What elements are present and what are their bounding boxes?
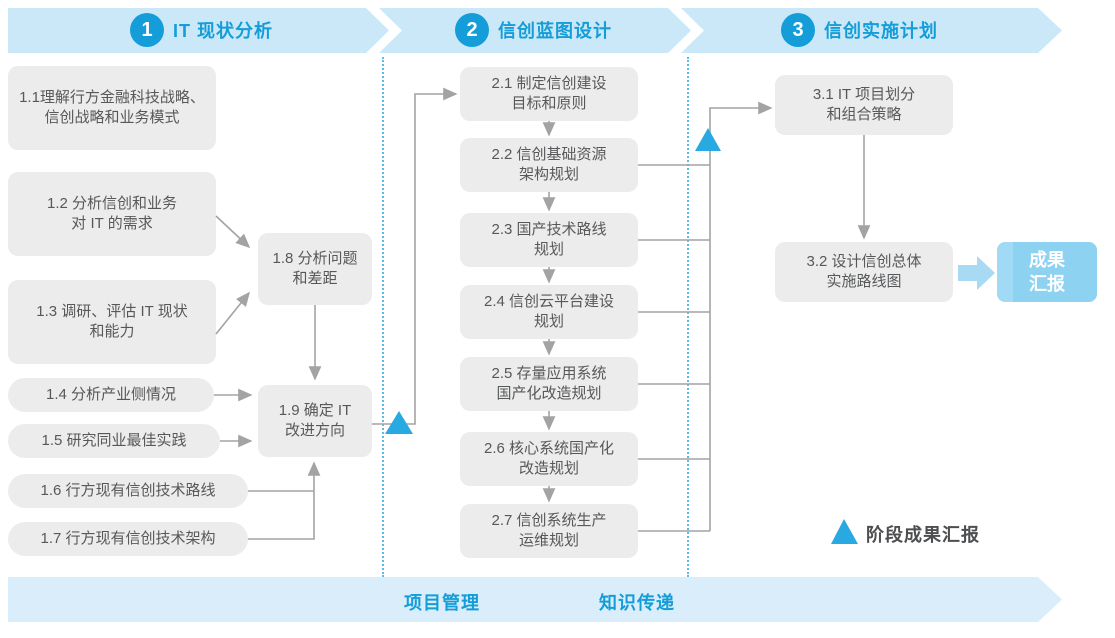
footer-label-project-management: 项目管理 (404, 593, 480, 613)
phase-2-number-badge: 2 (455, 13, 489, 47)
box-1-1: 1.1理解行方金融科技战略、 信创战略和业务模式 (8, 66, 216, 150)
milestone-triangle-phase2 (695, 128, 721, 151)
box-1-7: 1.7 行方现有信创技术架构 (8, 522, 248, 556)
box-3-1: 3.1 IT 项目划分 和组合策略 (775, 75, 953, 135)
footer-label-knowledge-transfer: 知识传递 (599, 593, 675, 613)
milestone-triangle-phase1 (385, 411, 413, 434)
box-1-9: 1.9 确定 IT 改进方向 (258, 385, 372, 457)
dotted-separator-1 (382, 57, 384, 577)
box-2-2: 2.2 信创基础资源 架构规划 (460, 138, 638, 192)
box-1-4: 1.4 分析产业侧情况 (8, 378, 214, 412)
box-2-6: 2.6 核心系统国产化 改造规划 (460, 432, 638, 486)
big-arrow-32-result (958, 256, 995, 290)
box-1-8: 1.8 分析问题 和差距 (258, 233, 372, 305)
phase-2-title: 信创蓝图设计 (498, 21, 612, 41)
box-1-3: 1.3 调研、评估 IT 现状 和能力 (8, 280, 216, 364)
connector-17-19 (248, 461, 321, 540)
box-2-1: 2.1 制定信创建设 目标和原则 (460, 67, 638, 121)
box-1-5: 1.5 研究同业最佳实践 (8, 424, 220, 458)
phase-2-header: 2 信创蓝图设计 (455, 13, 612, 47)
phase-1-title: IT 现状分析 (173, 21, 273, 41)
connector-collector-31 (709, 101, 773, 531)
box-1-6: 1.6 行方现有信创技术路线 (8, 474, 248, 508)
box-2-4: 2.4 信创云平台建设 规划 (460, 285, 638, 339)
phase-3-header: 3 信创实施计划 (781, 13, 938, 47)
box-1-2: 1.2 分析信创和业务 对 IT 的需求 (8, 172, 216, 256)
phase-header-band (8, 8, 1062, 53)
footer-band (8, 577, 1062, 622)
phase-3-number-badge: 3 (781, 13, 815, 47)
box-2-7: 2.7 信创系统生产 运维规划 (460, 504, 638, 558)
legend-label: 阶段成果汇报 (866, 525, 980, 545)
dotted-separator-2 (687, 57, 689, 577)
legend-triangle-icon (831, 519, 858, 544)
box-2-5: 2.5 存量应用系统 国产化改造规划 (460, 357, 638, 411)
result-report-box: 成果 汇报 (997, 242, 1097, 302)
box-2-3: 2.3 国产技术路线 规划 (460, 213, 638, 267)
phase-1-number-badge: 1 (130, 13, 164, 47)
phase-3-title: 信创实施计划 (824, 21, 938, 41)
box-3-2: 3.2 设计信创总体 实施路线图 (775, 242, 953, 302)
phase-1-header: 1 IT 现状分析 (130, 13, 273, 47)
connector-12-18 (215, 215, 251, 249)
connector-19-21 (372, 87, 458, 425)
connector-13-18 (215, 291, 251, 335)
